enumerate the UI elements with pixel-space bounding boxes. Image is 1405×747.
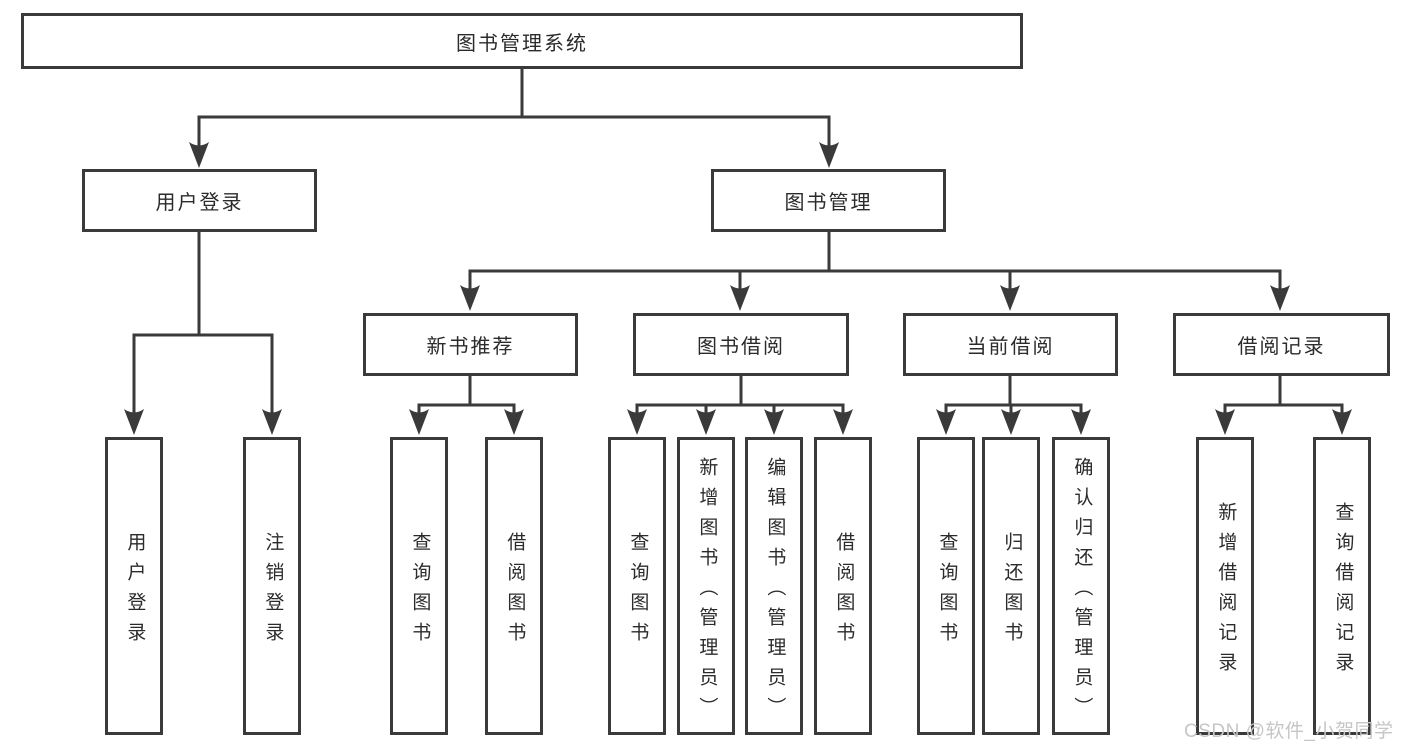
leaf-query-books-recommend-label: 查询图书 — [409, 531, 431, 652]
leaf-user-login-label: 用户登录 — [124, 531, 146, 652]
node-borrowing-records: 借阅记录 — [1173, 313, 1390, 376]
node-root: 图书管理系统 — [21, 13, 1023, 69]
node-user-login-label: 用户登录 — [155, 192, 244, 214]
leaf-borrow-books-recommend-label: 借阅图书 — [504, 531, 526, 652]
leaf-edit-books-admin-label: 编辑图书（管理员） — [764, 456, 786, 727]
node-book-borrowing-label: 图书借阅 — [697, 336, 785, 358]
leaf-return-books-label: 归还图书 — [1001, 531, 1023, 652]
leaf-query-books-borrow-label: 查询图书 — [627, 531, 649, 652]
leaf-query-books-borrow: 查询图书 — [608, 437, 666, 735]
leaf-query-books-recommend: 查询图书 — [390, 437, 448, 735]
leaf-borrow-books-borrow: 借阅图书 — [814, 437, 872, 735]
node-current-borrowing-label: 当前借阅 — [966, 336, 1055, 358]
node-book-management: 图书管理 — [711, 169, 946, 232]
node-current-borrowing: 当前借阅 — [903, 313, 1118, 376]
leaf-user-login: 用户登录 — [105, 437, 163, 735]
leaf-add-borrow-record: 新增借阅记录 — [1196, 437, 1254, 735]
leaf-logout: 注销登录 — [243, 437, 301, 735]
leaf-logout-label: 注销登录 — [262, 531, 284, 652]
leaf-query-books-current-label: 查询图书 — [936, 531, 958, 652]
leaf-edit-books-admin: 编辑图书（管理员） — [745, 437, 803, 735]
leaf-return-books: 归还图书 — [982, 437, 1040, 735]
leaf-borrow-books-recommend: 借阅图书 — [485, 437, 543, 735]
leaf-query-books-current: 查询图书 — [917, 437, 975, 735]
node-root-label: 图书管理系统 — [456, 32, 588, 55]
leaf-confirm-return-admin: 确认归还（管理员） — [1052, 437, 1110, 735]
leaf-add-books-admin: 新增图书（管理员） — [677, 437, 735, 735]
watermark: CSDN @软件_小贺同学 — [1184, 721, 1394, 742]
leaf-add-books-admin-label: 新增图书（管理员） — [696, 456, 718, 727]
leaf-confirm-return-admin-label: 确认归还（管理员） — [1071, 456, 1093, 727]
leaf-add-borrow-record-label: 新增借阅记录 — [1215, 501, 1237, 682]
leaf-borrow-books-borrow-label: 借阅图书 — [833, 531, 855, 652]
node-new-book-recommend: 新书推荐 — [363, 313, 578, 376]
node-borrowing-records-label: 借阅记录 — [1237, 336, 1326, 358]
node-book-borrowing: 图书借阅 — [633, 313, 849, 376]
node-user-login: 用户登录 — [82, 169, 317, 232]
leaf-query-borrow-record-label: 查询借阅记录 — [1332, 501, 1354, 682]
node-book-management-label: 图书管理 — [784, 192, 873, 214]
leaf-query-borrow-record: 查询借阅记录 — [1313, 437, 1371, 735]
node-new-book-recommend-label: 新书推荐 — [426, 336, 515, 358]
